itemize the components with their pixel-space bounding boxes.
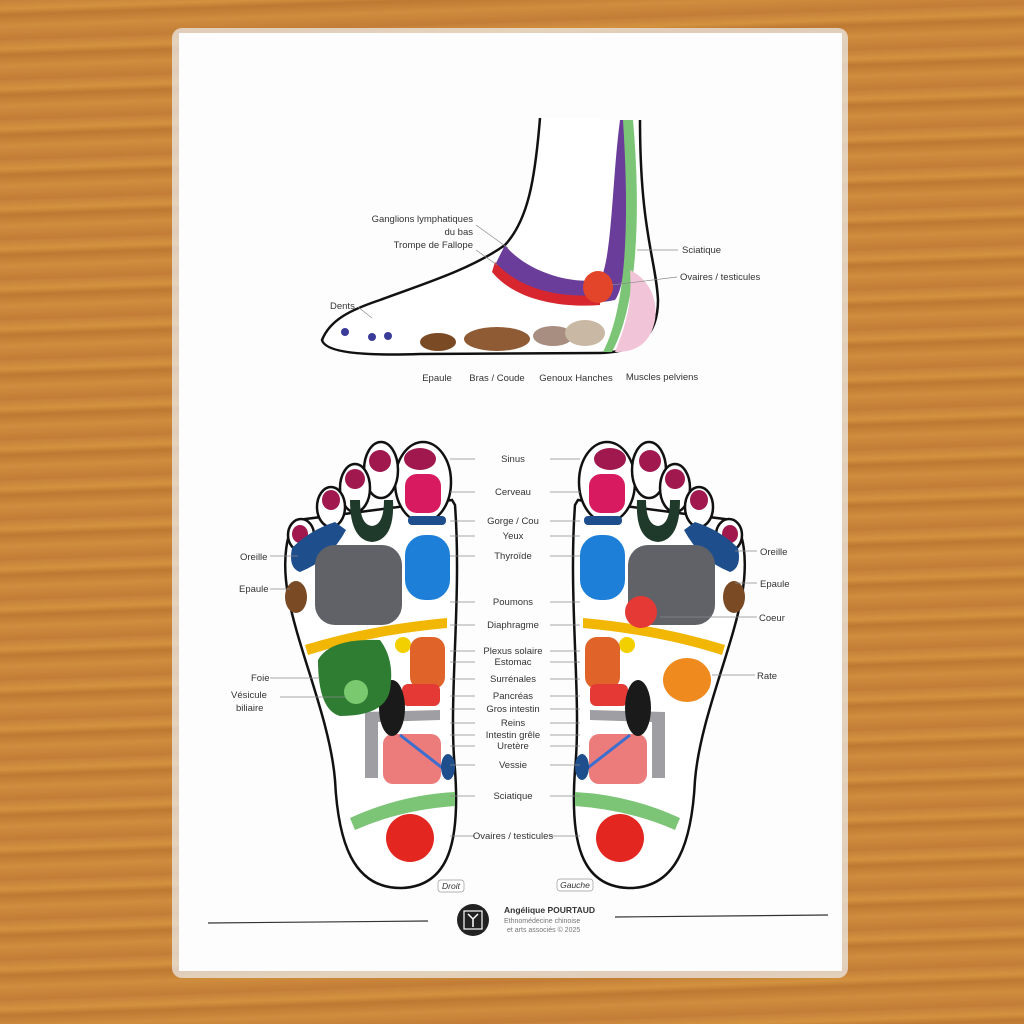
center-label: Sciatique — [493, 791, 532, 802]
center-label: Ovaires / testicules — [473, 831, 553, 842]
label-vesicule-1: Vésicule — [231, 690, 267, 701]
tag-gauche — [556, 878, 594, 892]
zone-sciatic-side — [603, 120, 637, 352]
center-label: Uretère — [497, 741, 529, 752]
label-coeur: Coeur — [759, 613, 785, 624]
zone-fallope — [492, 262, 600, 306]
zone-arm-side — [464, 327, 530, 351]
label-oreille-left: Oreille — [760, 547, 787, 558]
center-label: Estomac — [495, 657, 532, 668]
zone-knee-side — [533, 326, 573, 346]
footer-line2: et arts associés © 2025 — [507, 926, 580, 934]
label-bras: Bras / Coude — [469, 373, 524, 384]
tag-droit-text: Droit — [442, 881, 461, 891]
center-label: Reins — [501, 718, 526, 729]
center-label: Sinus — [501, 454, 525, 465]
zone-spleen — [663, 658, 711, 702]
tag-droit — [437, 879, 465, 893]
center-label: Pancréas — [493, 691, 533, 702]
zone-teeth-3 — [384, 332, 392, 340]
center-label: Gros intestin — [486, 704, 539, 715]
label-sciatique-side: Sciatique — [682, 245, 721, 256]
center-label: Plexus solaire — [483, 646, 542, 657]
label-oreille-right: Oreille — [240, 552, 267, 563]
label-rate: Rate — [757, 671, 777, 682]
zone-pelvic — [615, 270, 656, 352]
label-ovaires-side: Ovaires / testicules — [680, 272, 760, 283]
label-dents: Dents — [330, 301, 355, 312]
label-ganglions-2: du bas — [444, 227, 473, 238]
label-vesicule-2: biliaire — [236, 703, 263, 714]
paper — [179, 33, 842, 971]
label-genoux: Genoux Hanches — [539, 373, 613, 384]
footer-line-right — [614, 914, 829, 918]
label-foie: Foie — [251, 673, 269, 684]
center-label: Cerveau — [495, 487, 531, 498]
label-ganglions-1: Ganglions lymphatiques — [372, 214, 474, 225]
center-label: Yeux — [503, 531, 524, 542]
side-foot-diagram: Ganglions lymphatiques du bas Trompe de … — [320, 117, 760, 384]
center-label: Gorge / Cou — [487, 516, 539, 527]
center-label: Surrénales — [490, 674, 536, 685]
center-label: Vessie — [499, 760, 527, 771]
zone-shoulder-side — [420, 333, 456, 351]
footer-author: Angélique POURTAUD — [504, 905, 595, 915]
label-muscles: Muscles pelviens — [626, 372, 699, 383]
zone-teeth-2 — [368, 333, 376, 341]
center-label: Thyroïde — [494, 551, 532, 562]
zone-gallbladder — [344, 680, 368, 704]
logo-icon — [457, 904, 489, 936]
label-epaule-left: Epaule — [760, 579, 790, 590]
zone-ovary-side — [583, 271, 613, 303]
zone-teeth-1 — [341, 328, 349, 336]
label-trompe: Trompe de Fallope — [394, 240, 473, 251]
label-epaule-right: Epaule — [239, 584, 269, 595]
zone-hip-side — [565, 320, 605, 346]
center-label: Diaphragme — [487, 620, 539, 631]
center-label: Poumons — [493, 597, 533, 608]
left-foot-specific — [625, 596, 711, 702]
footer-line1: Ethnomédecine chinoise — [504, 918, 580, 925]
footer-line-left — [207, 920, 429, 924]
center-label: Intestin grêle — [486, 730, 540, 741]
label-epaule-side: Epaule — [422, 373, 452, 384]
zone-liver — [318, 639, 392, 716]
zone-heart — [625, 596, 657, 628]
tag-gauche-text: Gauche — [560, 880, 590, 890]
